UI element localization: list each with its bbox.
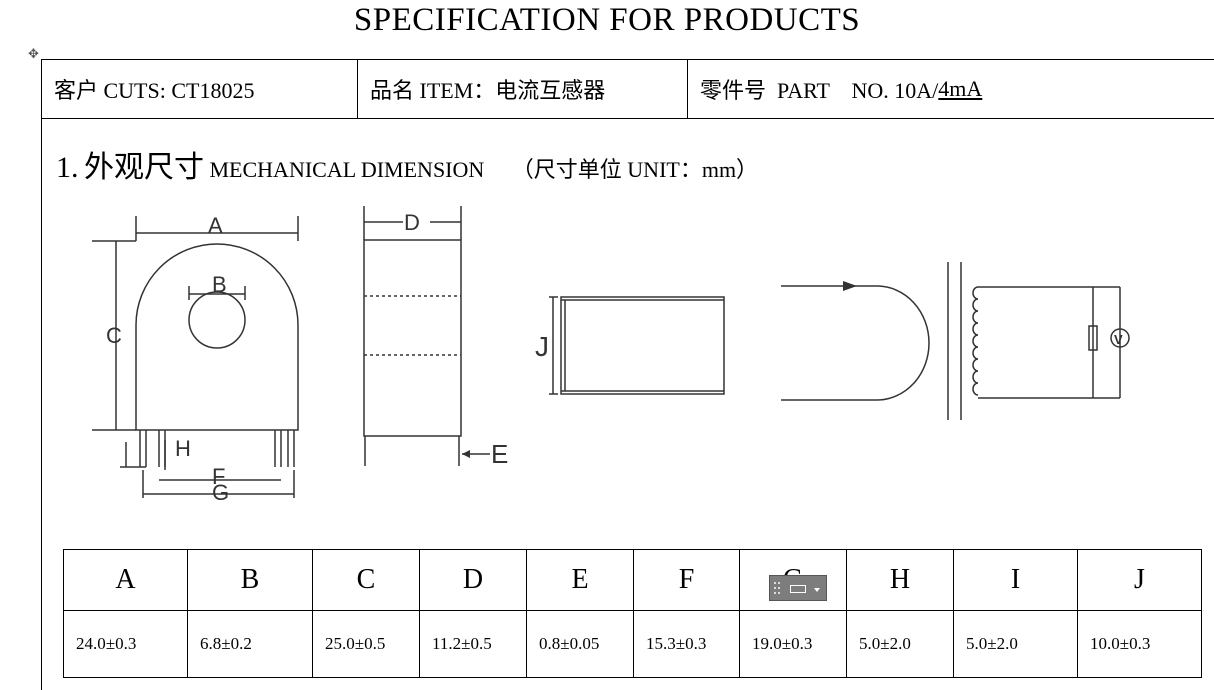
label-v: V [1114,332,1123,347]
value-cell: 24.0±0.3 [63,610,188,678]
part-number-suffix: 4mA [938,76,983,101]
label-a: A [208,213,223,238]
section-en-title: MECHANICAL DIMENSION [209,157,485,182]
label-g: G [212,480,229,505]
ime-grip-dot [774,587,776,589]
side-view [363,206,490,466]
label-e: E [491,439,508,469]
keyboard-icon[interactable] [790,585,806,593]
header-cell: C [312,549,420,611]
table-move-handle-icon[interactable]: ✥ [28,46,39,61]
document-title: SPECIFICATION FOR PRODUCTS [353,2,861,38]
label-j: J [535,331,549,362]
part-number-prefix: 零件号 PART NO. 10A/ [700,78,939,103]
label-f: F [212,464,225,489]
header-cell: D [419,549,527,611]
page-left-rule [41,119,42,690]
value-cell: 15.3±0.3 [633,610,740,678]
value-cell: 6.8±0.2 [187,610,313,678]
value-cell: 0.8±0.05 [526,610,634,678]
dimension-header-row: A B C D E F G H I J [63,549,1202,611]
ime-grip-icon [774,582,776,584]
ime-grip-dot [778,582,780,584]
value-cell: 25.0±0.5 [312,610,420,678]
part-number-cell: 零件号 PART NO. 10A/4mA [688,60,1214,118]
ime-toolbar[interactable] [769,575,827,601]
header-cell: F [633,549,740,611]
front-view [92,216,299,498]
bottom-view [549,296,725,395]
current-arrow-icon [843,281,857,291]
schematic [781,262,1130,420]
header-cell: E [526,549,634,611]
header-table: 客户 CUTS: CT18025 品名 ITEM：电流互感器 零件号 PART … [41,59,1214,119]
label-c: C [106,323,122,348]
label-d: D [404,210,420,235]
header-cell: B [187,549,313,611]
header-cell: J [1077,549,1202,611]
value-cell: 11.2±0.5 [419,610,527,678]
header-cell: H [846,549,954,611]
section-cn-title: 外观尺寸 [84,151,204,184]
value-cell: 5.0±2.0 [953,610,1078,678]
header-cell: A [63,549,188,611]
section-number: 1. [56,151,79,184]
label-b: B [212,272,227,297]
ime-grip-dot [778,592,780,594]
section-heading: 1. 外观尺寸 MECHANICAL DIMENSION （尺寸单位 UNIT：… [56,142,758,186]
ime-grip-dot [778,587,780,589]
value-cell: 19.0±0.3 [739,610,847,678]
dimension-value-row: 24.0±0.3 6.8±0.2 25.0±0.5 11.2±0.5 0.8±0… [63,610,1202,678]
value-cell: 10.0±0.3 [1077,610,1202,678]
section-unit: （尺寸单位 UNIT：mm） [511,157,759,182]
ime-grip-dot [774,592,776,594]
chevron-down-icon[interactable] [814,588,820,592]
label-h: H [175,436,191,461]
dimension-table: A B C D E F G H I J 24.0±0.3 6.8±0.2 25.… [63,549,1202,678]
customer-cell: 客户 CUTS: CT18025 [42,60,358,118]
value-cell: 5.0±2.0 [846,610,954,678]
item-cell: 品名 ITEM：电流互感器 [358,60,688,118]
header-cell: I [953,549,1078,611]
